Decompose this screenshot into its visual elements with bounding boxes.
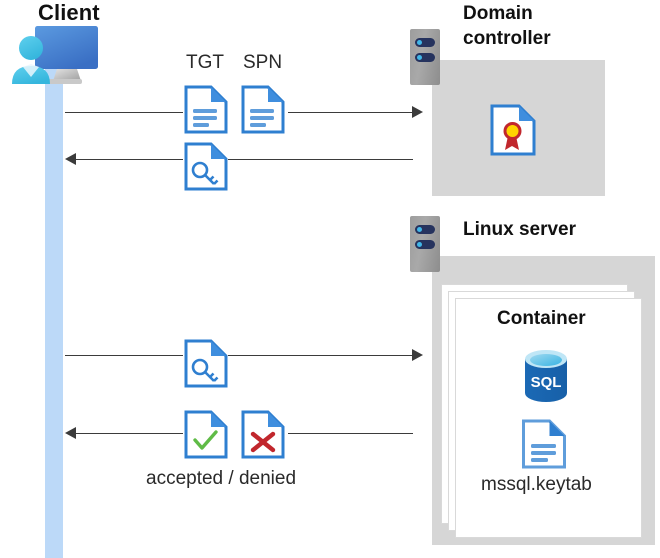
flow-4-line-right xyxy=(288,433,413,434)
flow-1-arrowhead xyxy=(412,106,423,118)
container-card-front xyxy=(455,298,642,538)
accepted-denied-label: accepted / denied xyxy=(146,468,297,489)
flow-4-line-left xyxy=(76,433,183,434)
domain-controller-rack-icon xyxy=(410,29,440,85)
spn-document-icon xyxy=(241,85,285,134)
kerberos-ticket-key-document-icon-2 xyxy=(184,339,228,388)
linux-server-rack-icon xyxy=(410,216,440,272)
flow-2-line-left xyxy=(76,159,183,160)
linux-server-title: Linux server xyxy=(463,219,576,240)
flow-3-line-left xyxy=(65,355,183,356)
client-lifeline xyxy=(45,62,63,558)
flow-1-line-right xyxy=(288,112,413,113)
spn-label: SPN xyxy=(243,52,283,73)
tgt-document-icon xyxy=(184,85,228,134)
sql-database-icon: SQL xyxy=(521,350,571,402)
tgt-label: TGT xyxy=(186,52,224,73)
denied-cross-document-icon xyxy=(241,410,285,459)
client-title: Client xyxy=(38,0,100,25)
container-title: Container xyxy=(497,308,586,329)
dc-title-line1: Domain xyxy=(463,3,533,24)
flow-3-line-right xyxy=(228,355,413,356)
accepted-check-document-icon xyxy=(184,410,228,459)
client-workstation-icon xyxy=(8,22,104,84)
keytab-filename-label: mssql.keytab xyxy=(481,474,592,495)
domain-controller-title: Domain controller xyxy=(463,1,613,51)
certificate-document-icon xyxy=(489,104,537,156)
kerberos-ticket-key-document-icon-1 xyxy=(184,142,228,191)
flow-2-line-right xyxy=(228,159,413,160)
svg-text:SQL: SQL xyxy=(531,374,562,391)
flow-2-arrowhead xyxy=(65,153,76,165)
flow-1-line-left xyxy=(65,112,183,113)
keytab-document-icon xyxy=(521,419,567,469)
dc-title-line2: controller xyxy=(463,28,551,49)
flow-4-arrowhead xyxy=(65,427,76,439)
flow-3-arrowhead xyxy=(412,349,423,361)
